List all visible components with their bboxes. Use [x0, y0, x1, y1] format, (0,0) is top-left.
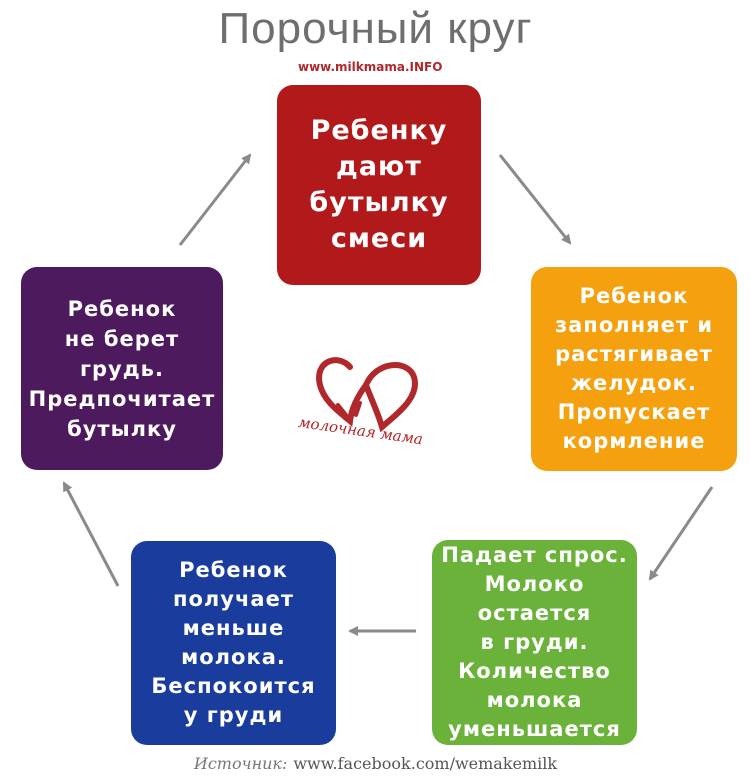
- logo-text: молочная мама: [297, 413, 424, 445]
- source-url[interactable]: www.facebook.com/wemakemilk: [293, 754, 558, 773]
- step-text: Ребенок не берет грудь. Предпочитает бут…: [28, 296, 216, 441]
- step-box-less-milk: Ребенок получает меньше молока. Беспокои…: [131, 541, 336, 745]
- step-box-refuses-breast: Ребенок не берет грудь. Предпочитает бут…: [21, 267, 223, 470]
- step-box-demand-drops: Падает спрос. Молоко остается в груди. К…: [432, 540, 637, 745]
- step-text: Падает спрос. Молоко остается в груди. К…: [441, 543, 628, 741]
- diagram-title: Порочный круг: [218, 4, 533, 53]
- step-text: Ребенок получает меньше молока. Беспокои…: [151, 558, 316, 727]
- step-box-formula-bottle: Ребенку дают бутылку смеси: [277, 85, 481, 285]
- step-text: Ребенок заполняет и растягивает желудок.…: [554, 284, 714, 453]
- step-text: Ребенку дают бутылку смеси: [309, 115, 449, 254]
- arrow-right-to-bottom-right: [648, 486, 714, 581]
- source-line: Источник: www.facebook.com/wemakemilk: [0, 754, 751, 773]
- step-box-stomach-filled: Ребенок заполняет и растягивает желудок.…: [531, 267, 737, 471]
- site-url[interactable]: www.milkmama.INFO: [298, 60, 443, 74]
- arrow-top-to-right: [498, 154, 572, 245]
- heart-logo-icon: молочная мама: [297, 357, 424, 445]
- arrow-bottom-left-to-left: [62, 481, 120, 587]
- source-label: Источник:: [193, 754, 288, 773]
- arrow-left-to-top: [178, 153, 252, 246]
